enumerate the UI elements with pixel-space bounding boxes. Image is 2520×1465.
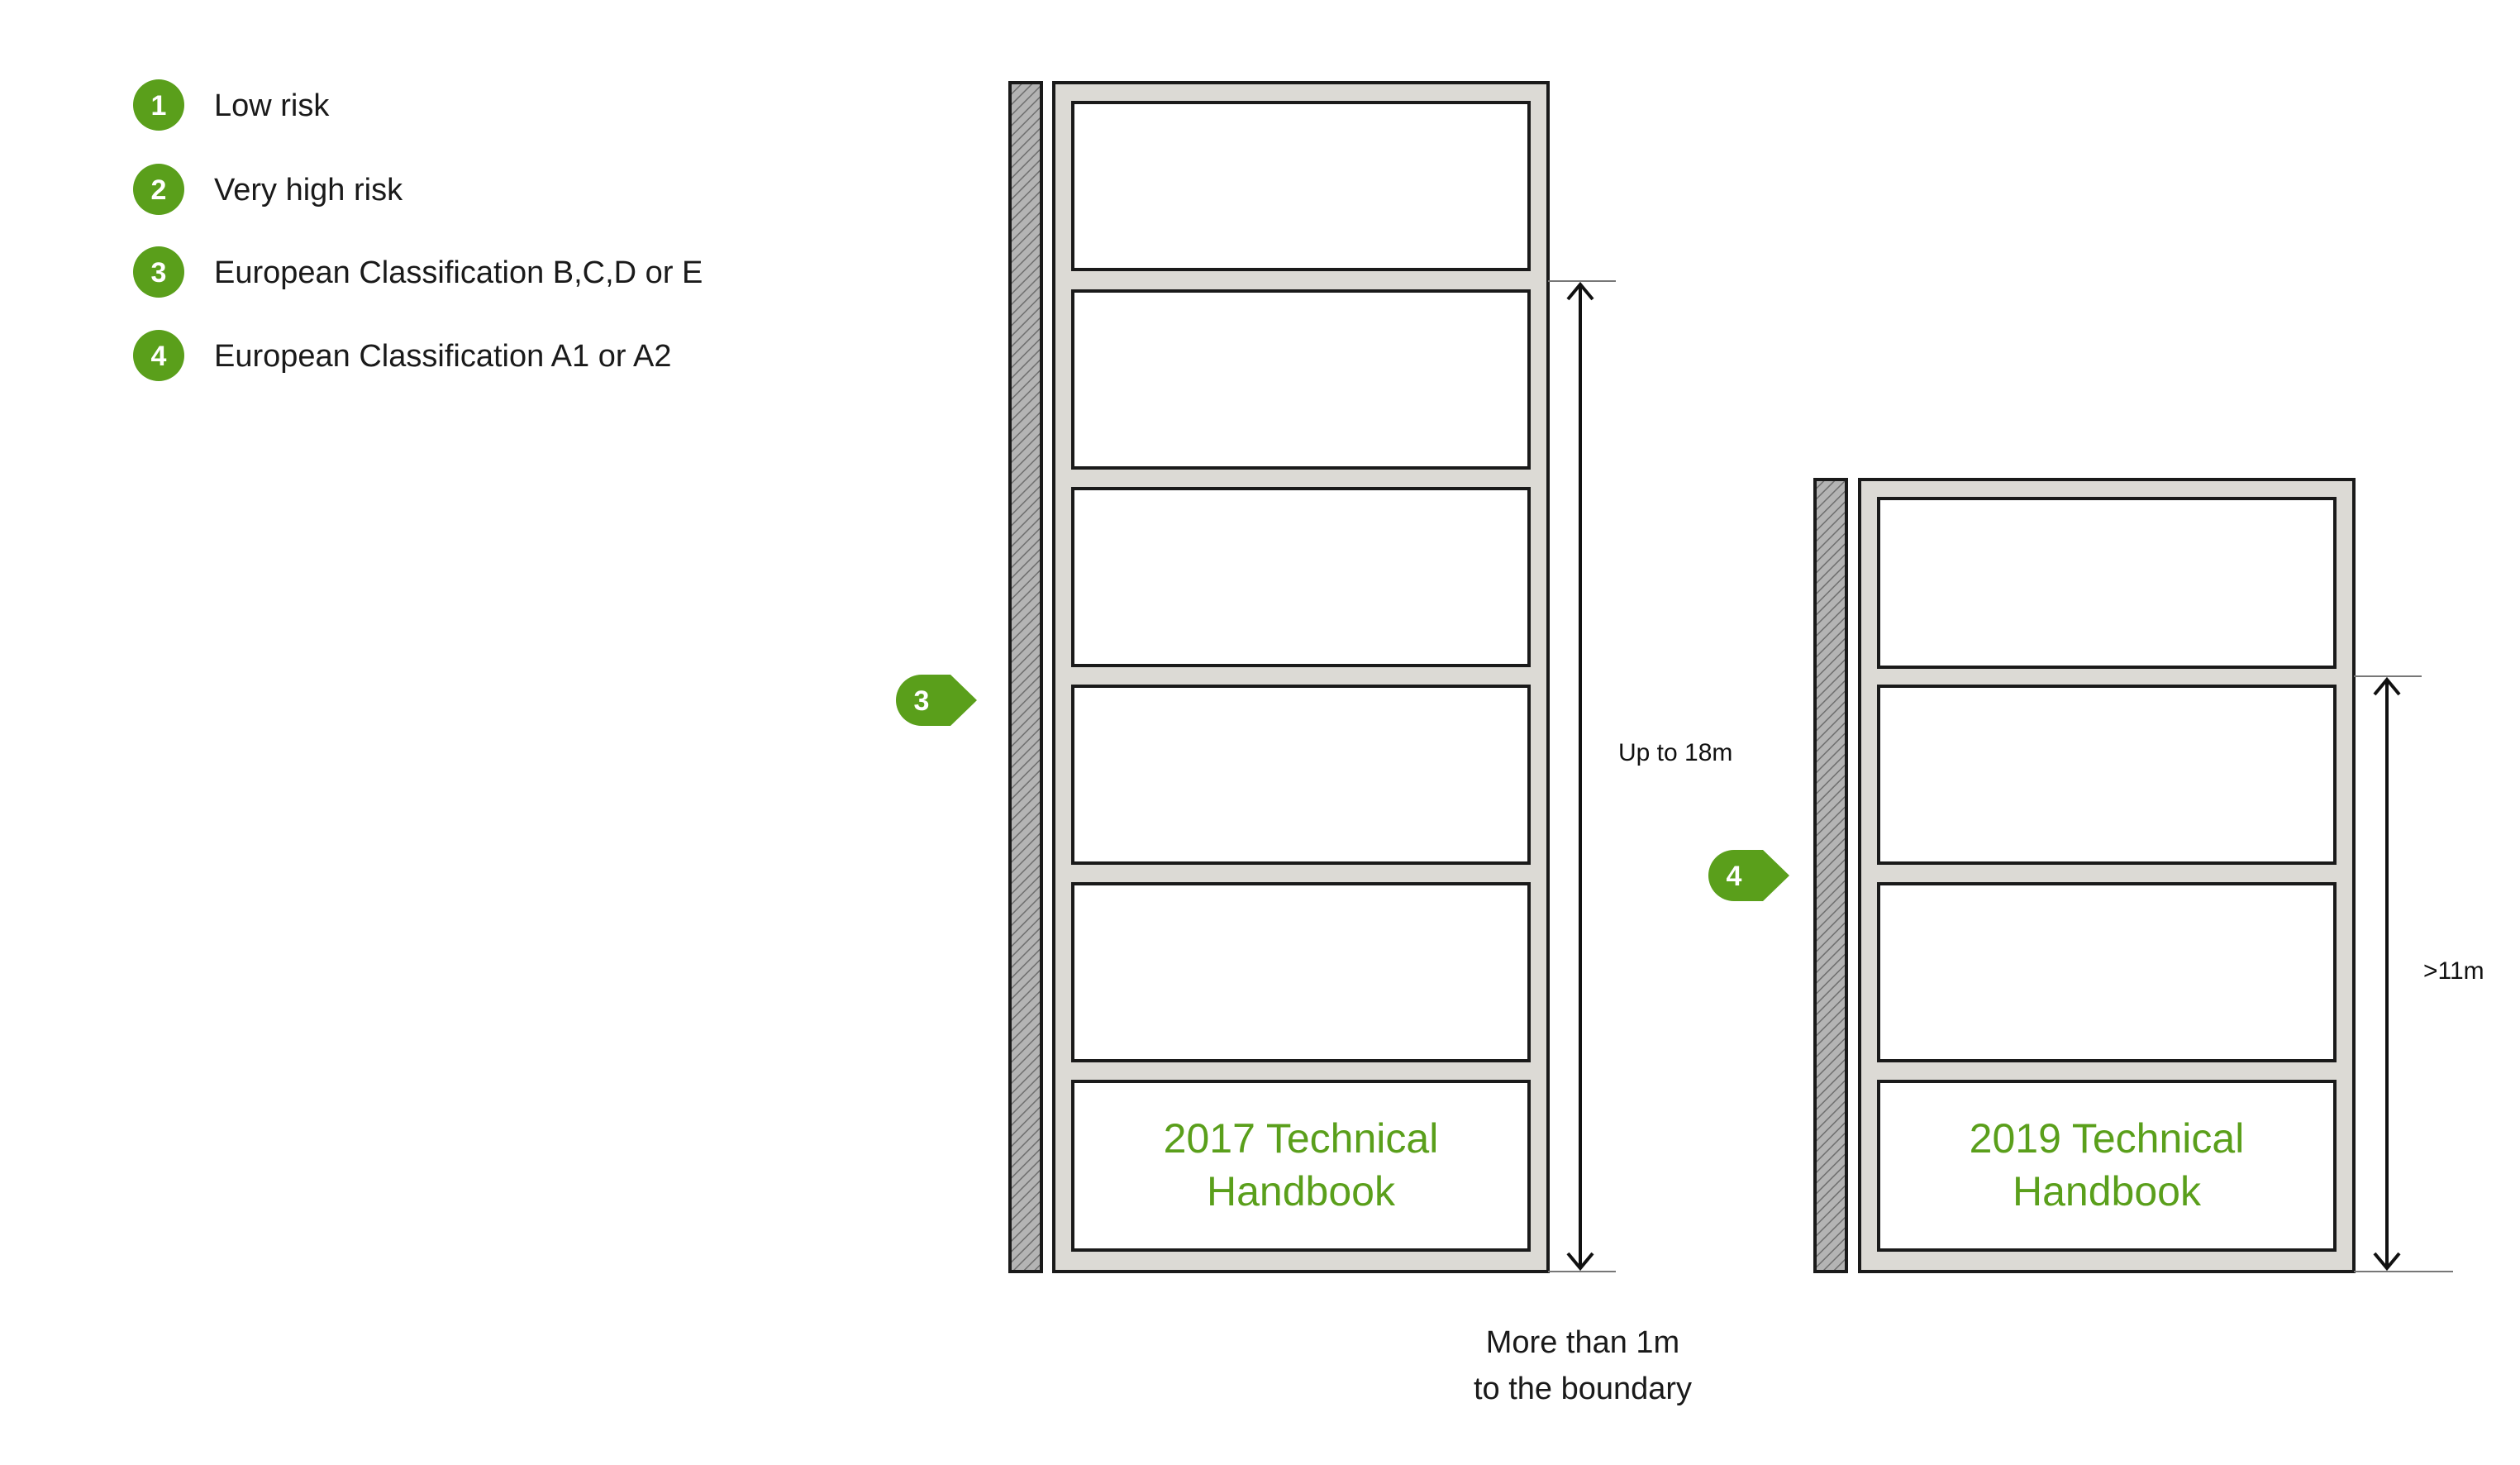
marker-number: 3: [914, 685, 930, 717]
handbook-title-line2: Handbook: [1207, 1168, 1396, 1214]
handbook-title-line1: 2017 Technical: [1164, 1115, 1439, 1162]
storey-2: [1071, 882, 1531, 1062]
legend-number: 4: [151, 341, 167, 372]
storey-4: [1877, 497, 2337, 669]
legend-item-3: 3 European Classification B,C,D or E: [133, 246, 703, 298]
arrow-up-icon: [2373, 676, 2401, 696]
building-frame: [1052, 81, 1550, 1273]
boundary-note-line2: to the boundary: [1474, 1372, 1692, 1406]
legend-number-badge: [133, 79, 184, 131]
handbook-title-line2: Handbook: [2013, 1168, 2202, 1214]
storey-1: [1877, 1080, 2337, 1252]
marker-pin-4: 4: [1708, 850, 1789, 901]
legend-number: 2: [151, 174, 167, 206]
marker-pin-3: 3: [896, 675, 977, 726]
legend-number-badge: [133, 330, 184, 381]
marker-number: 4: [1727, 861, 1742, 892]
legend-number-badge: [133, 164, 184, 215]
arrow-up-icon: [1566, 281, 1594, 301]
legend-label-low-risk: Low risk: [214, 88, 330, 123]
height-dimension-18m: Up to 18m: [1548, 280, 1732, 1272]
storey-6: [1071, 101, 1531, 271]
legend-label-classification-a1a2: European Classification A1 or A2: [214, 339, 671, 374]
storey-3: [1877, 685, 2337, 865]
legend-number-badge: [133, 246, 184, 298]
height-label: Up to 18m: [1618, 739, 1732, 766]
building-2017: 2017 Technical Handbook 3 Up to 18m: [896, 81, 1732, 1273]
storey-3: [1071, 685, 1531, 865]
arrow-down-icon: [2373, 1252, 2401, 1272]
legend-label-classification-bcde: European Classification B,C,D or E: [214, 255, 703, 290]
height-dimension-11m: >11m: [2354, 675, 2484, 1272]
arrow-down-icon: [1566, 1252, 1594, 1272]
legend: 1 Low risk 2 Very high risk 3 European C…: [133, 79, 703, 381]
storey-2: [1877, 882, 2337, 1062]
marker-pin-shape: [896, 675, 977, 726]
external-wall-cladding: [1008, 81, 1043, 1273]
height-label: >11m: [2423, 957, 2484, 985]
storey-1: [1071, 1080, 1531, 1252]
external-wall-cladding: [1813, 478, 1848, 1273]
boundary-note: More than 1m to the boundary: [1474, 1325, 1692, 1406]
storey-4: [1071, 487, 1531, 667]
marker-pin-shape: [1708, 850, 1789, 901]
storey-5: [1071, 289, 1531, 470]
legend-label-very-high-risk: Very high risk: [214, 173, 403, 208]
legend-item-4: 4 European Classification A1 or A2: [133, 330, 671, 381]
legend-item-1: 1 Low risk: [133, 79, 330, 131]
legend-number: 1: [151, 90, 167, 122]
handbook-title-line1: 2019 Technical: [1970, 1115, 2245, 1162]
legend-item-2: 2 Very high risk: [133, 164, 403, 215]
building-2019: 2019 Technical Handbook 4 >11m: [1708, 478, 2484, 1273]
storey-windows: [1877, 497, 2337, 1252]
boundary-note-line1: More than 1m: [1486, 1325, 1679, 1360]
storey-windows: [1071, 101, 1531, 1252]
legend-number: 3: [151, 257, 167, 289]
